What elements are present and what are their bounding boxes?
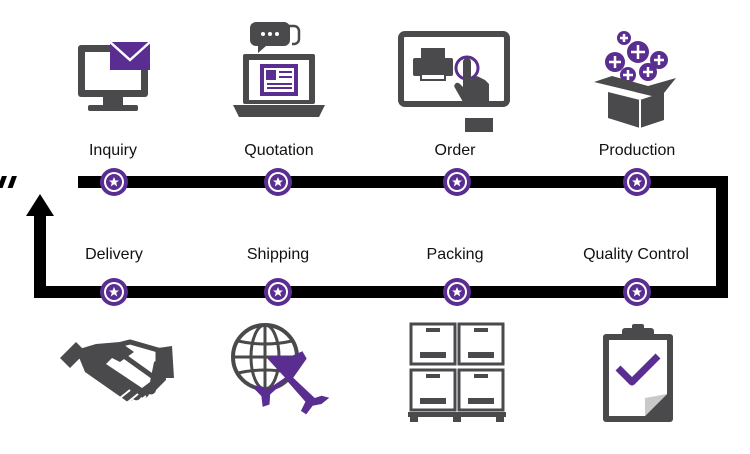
marker-production [623,168,651,196]
step-label-shipping: Shipping [246,246,310,263]
globe-plane-icon [231,323,330,415]
handshake-icon [60,339,174,405]
step-label-packing: Packing [426,246,484,263]
step-label-delivery: Delivery [85,246,143,263]
marker-inquiry [100,168,128,196]
process-loop-arrow [0,176,728,298]
marker-quality-control [623,278,651,306]
laptop-chat-icon [233,22,325,117]
step-label-inquiry: Inquiry [88,142,138,159]
step-label-quality-control: Quality Control [583,246,689,263]
marker-shipping [264,278,292,306]
marker-quotation [264,168,292,196]
step-label-production: Production [598,142,676,159]
pallet-boxes-icon [408,322,506,422]
step-label-quotation: Quotation [244,142,314,159]
step-label-order: Order [434,142,476,159]
box-plus-icon [594,31,676,128]
marker-delivery [100,278,128,306]
marker-order [443,168,471,196]
touch-printer-icon [398,31,510,132]
marker-packing [443,278,471,306]
monitor-mail-icon [78,41,151,111]
clipboard-check-icon [603,324,673,422]
